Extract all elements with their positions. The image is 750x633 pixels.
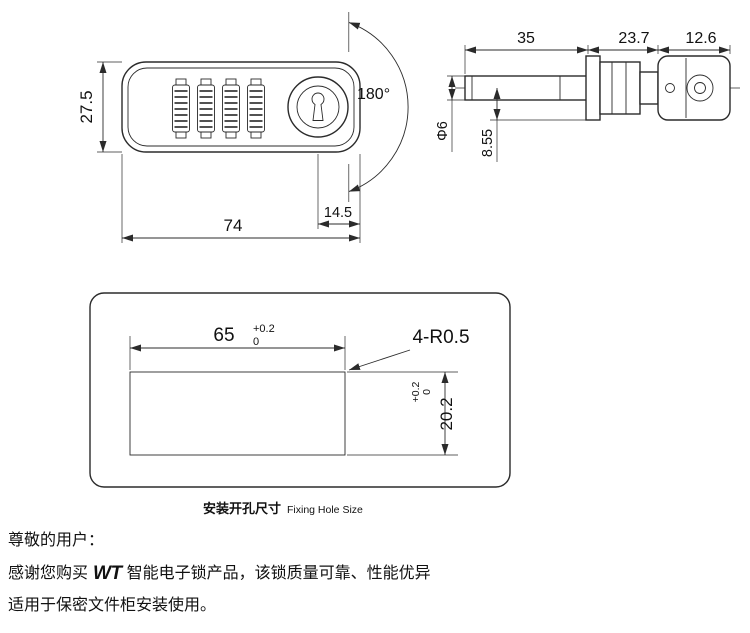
footer-line2-suffix: 智能电子锁产品，该锁质量可靠、性能优异 <box>126 564 431 582</box>
footer-line2-prefix: 感谢您购买 <box>8 564 89 582</box>
cam-plate <box>657 55 731 121</box>
hole-caption: 安装开孔尺寸 Fixing Hole Size <box>203 501 363 516</box>
dim-front-width-label: 74 <box>224 216 243 235</box>
dim-hole-height-tol-upper: +0.2 <box>410 381 422 402</box>
footer-salutation: 尊敬的用户： <box>8 532 105 549</box>
corner-radius-label: 4-R0.5 <box>412 327 469 348</box>
dim-axis-height-label: 8.55 <box>480 129 496 157</box>
lock-shaft <box>464 75 589 101</box>
dim-body-length-label: 23.7 <box>618 30 649 47</box>
combination-wheel <box>172 78 190 139</box>
lock-nut <box>639 71 659 105</box>
hole-caption-cn: 安装开孔尺寸 <box>203 501 281 516</box>
key-cylinder <box>287 76 349 138</box>
lock-flange <box>585 55 601 121</box>
hole-caption-en: Fixing Hole Size <box>287 504 363 516</box>
dim-shaft-length-label: 35 <box>517 30 535 47</box>
technical-drawing: 27.5 74 14.5 180° <box>77 12 742 516</box>
dim-rotation-angle-label: 180° <box>357 86 390 103</box>
dim-hole-width-label: 65 <box>213 325 234 346</box>
combination-wheels <box>172 78 265 139</box>
brand-logo: WT <box>93 562 122 584</box>
dim-front-offset: 14.5 <box>317 154 360 229</box>
footer-line3: 适用于保密文件柜安装使用。 <box>8 596 217 614</box>
panel-outline <box>89 292 511 488</box>
cam-hole <box>686 74 714 102</box>
dim-front-width: 74 <box>121 154 361 243</box>
dim-hole-height-label: 20.2 <box>437 397 456 430</box>
dim-shaft-diameter: Φ6 <box>435 75 465 152</box>
dim-side-top: 35 23.7 12.6 <box>464 30 731 74</box>
dim-cam-length-label: 12.6 <box>685 30 716 47</box>
combination-wheel <box>247 78 265 139</box>
lock-body <box>599 61 641 115</box>
dim-front-height: 27.5 <box>77 61 122 153</box>
dim-hole-height: 20.2 +0.2 0 <box>347 371 458 456</box>
combination-wheel <box>222 78 240 139</box>
dim-hole-width-tol-lower: 0 <box>253 336 259 348</box>
callout-corner-radius: 4-R0.5 <box>348 327 470 371</box>
side-view: 35 23.7 12.6 Φ6 8.55 <box>435 30 742 162</box>
front-view: 27.5 74 14.5 180° <box>77 12 409 243</box>
dim-hole-height-tol-lower: 0 <box>421 389 433 395</box>
cam-pin <box>665 83 675 93</box>
dim-axis-height: 8.55 <box>480 88 586 162</box>
combination-wheel <box>197 78 215 139</box>
dim-hole-width: 65 +0.2 0 <box>129 323 346 370</box>
fixing-hole-view: 65 +0.2 0 4-R0.5 20.2 +0.2 0 安装开孔尺寸 Fixi… <box>89 292 511 516</box>
dim-hole-width-tol-upper: +0.2 <box>253 323 275 335</box>
keyhole <box>311 92 325 121</box>
dim-front-height-label: 27.5 <box>77 90 96 123</box>
dim-rotation-arc: 180° <box>348 12 409 202</box>
dim-shaft-diameter-label: Φ6 <box>435 121 451 141</box>
mounting-hole-rect <box>129 371 346 456</box>
dim-front-offset-label: 14.5 <box>324 205 352 221</box>
